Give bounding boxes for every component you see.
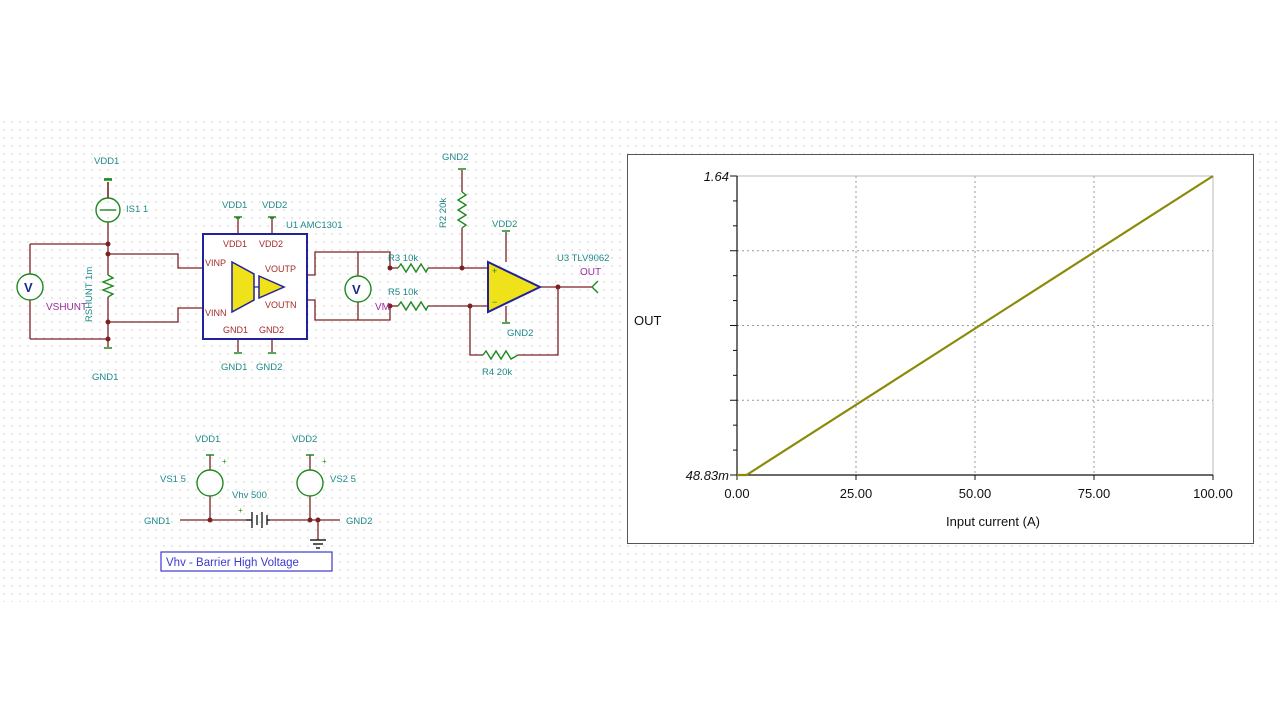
label-u3-vdd2: VDD2 <box>492 219 517 230</box>
label-u1-vdd2: VDD2 <box>262 200 287 211</box>
voltage-source-vs1 <box>196 469 224 497</box>
label-rshunt: RSHUNT 1m <box>84 267 95 322</box>
pin-vinn: VINN <box>205 308 227 318</box>
label-vs2-vdd2: VDD2 <box>292 434 317 445</box>
svg-text:+: + <box>322 457 327 466</box>
label-vshunt: VSHUNT <box>46 302 87 313</box>
label-vs1: VS1 5 <box>160 474 186 485</box>
x-tick-label: 50.00 <box>959 486 992 501</box>
pin-vinp: VINP <box>205 258 226 268</box>
label-r5: R5 10k <box>388 287 418 298</box>
label-u3-gnd2: GND2 <box>507 328 533 339</box>
pin-gnd1: GND1 <box>223 325 248 335</box>
note-text: Vhv - Barrier High Voltage <box>166 557 299 569</box>
series-line-out <box>737 175 1214 477</box>
label-gnd2-top: GND2 <box>442 152 468 163</box>
pin-gnd2: GND2 <box>259 325 284 335</box>
voltmeter-vm <box>344 275 372 303</box>
label-u1-gnd1: GND1 <box>221 362 247 373</box>
note-box: Vhv - Barrier High Voltage <box>160 551 333 572</box>
label-vs2: VS2 5 <box>330 474 356 485</box>
label-out: OUT <box>580 267 601 278</box>
current-source-is1 <box>95 178 121 223</box>
svg-text:+: + <box>492 266 497 276</box>
voltage-source-vs2 <box>296 469 324 497</box>
tick-labels: 0.00 25.00 50.00 75.00 100.00 48.83m 1.64 <box>686 169 1233 501</box>
label-u1-gnd2: GND2 <box>256 362 282 373</box>
label-u1-vdd1: VDD1 <box>222 200 247 211</box>
y-tick-label: 1.64 <box>704 169 729 184</box>
r5-resistor <box>397 300 429 312</box>
ic-u1-amc1301 <box>202 233 308 340</box>
label-gnd2-bottom: GND2 <box>346 516 372 527</box>
svg-text:+: + <box>238 506 243 515</box>
wires <box>29 170 592 540</box>
pin-voutn: VOUTN <box>265 300 297 310</box>
ground-symbol <box>310 539 326 549</box>
label-gnd1-bottom: GND1 <box>144 516 170 527</box>
pin-voutp: VOUTP <box>265 264 296 274</box>
r3-resistor <box>397 262 429 274</box>
out-terminal <box>591 280 599 294</box>
r2-resistor <box>456 191 468 229</box>
r4-resistor <box>482 349 519 361</box>
x-tick-label: 100.00 <box>1193 486 1233 501</box>
x-axis-label: Input current (A) <box>946 514 1040 529</box>
label-vs1-vdd1: VDD1 <box>195 434 220 445</box>
y-axis-label: OUT <box>634 313 662 328</box>
pin-vdd2: VDD2 <box>259 239 283 249</box>
x-tick-label: 25.00 <box>840 486 873 501</box>
label-r3: R3 10k <box>388 253 418 264</box>
axes <box>730 175 1214 480</box>
rshunt-resistor <box>101 274 115 298</box>
label-vm: VM <box>375 302 390 313</box>
label-u1-name: U1 AMC1301 <box>286 220 343 231</box>
label-r2: R2 20k <box>438 198 449 228</box>
x-tick-label: 75.00 <box>1078 486 1111 501</box>
pin-vdd1: VDD1 <box>223 239 247 249</box>
battery-vhv <box>246 512 270 528</box>
voltmeter-vshunt <box>16 273 44 301</box>
circuit-schematic: V V + − + + + VDD1 IS1 1 RSHUNT 1m VSHUN… <box>16 152 609 572</box>
label-gnd1-left: GND1 <box>92 372 118 383</box>
svg-text:V: V <box>24 280 33 295</box>
label-is1: IS1 1 <box>126 204 148 215</box>
x-tick-label: 0.00 <box>724 486 749 501</box>
label-vhv: Vhv 500 <box>232 490 267 501</box>
svg-text:−: − <box>492 297 497 307</box>
grid-lines <box>737 176 1213 475</box>
svg-text:+: + <box>222 457 227 466</box>
y-tick-label: 48.83m <box>686 468 730 483</box>
series-lines <box>737 175 1214 477</box>
label-r4: R4 20k <box>482 367 512 378</box>
junction-dots <box>105 241 561 523</box>
svg-text:V: V <box>352 282 361 297</box>
label-vdd1-top: VDD1 <box>94 156 119 167</box>
label-u3-name: U3 TLV9062 <box>557 253 609 264</box>
opamp-u3-tlv9062: + − <box>487 260 543 314</box>
